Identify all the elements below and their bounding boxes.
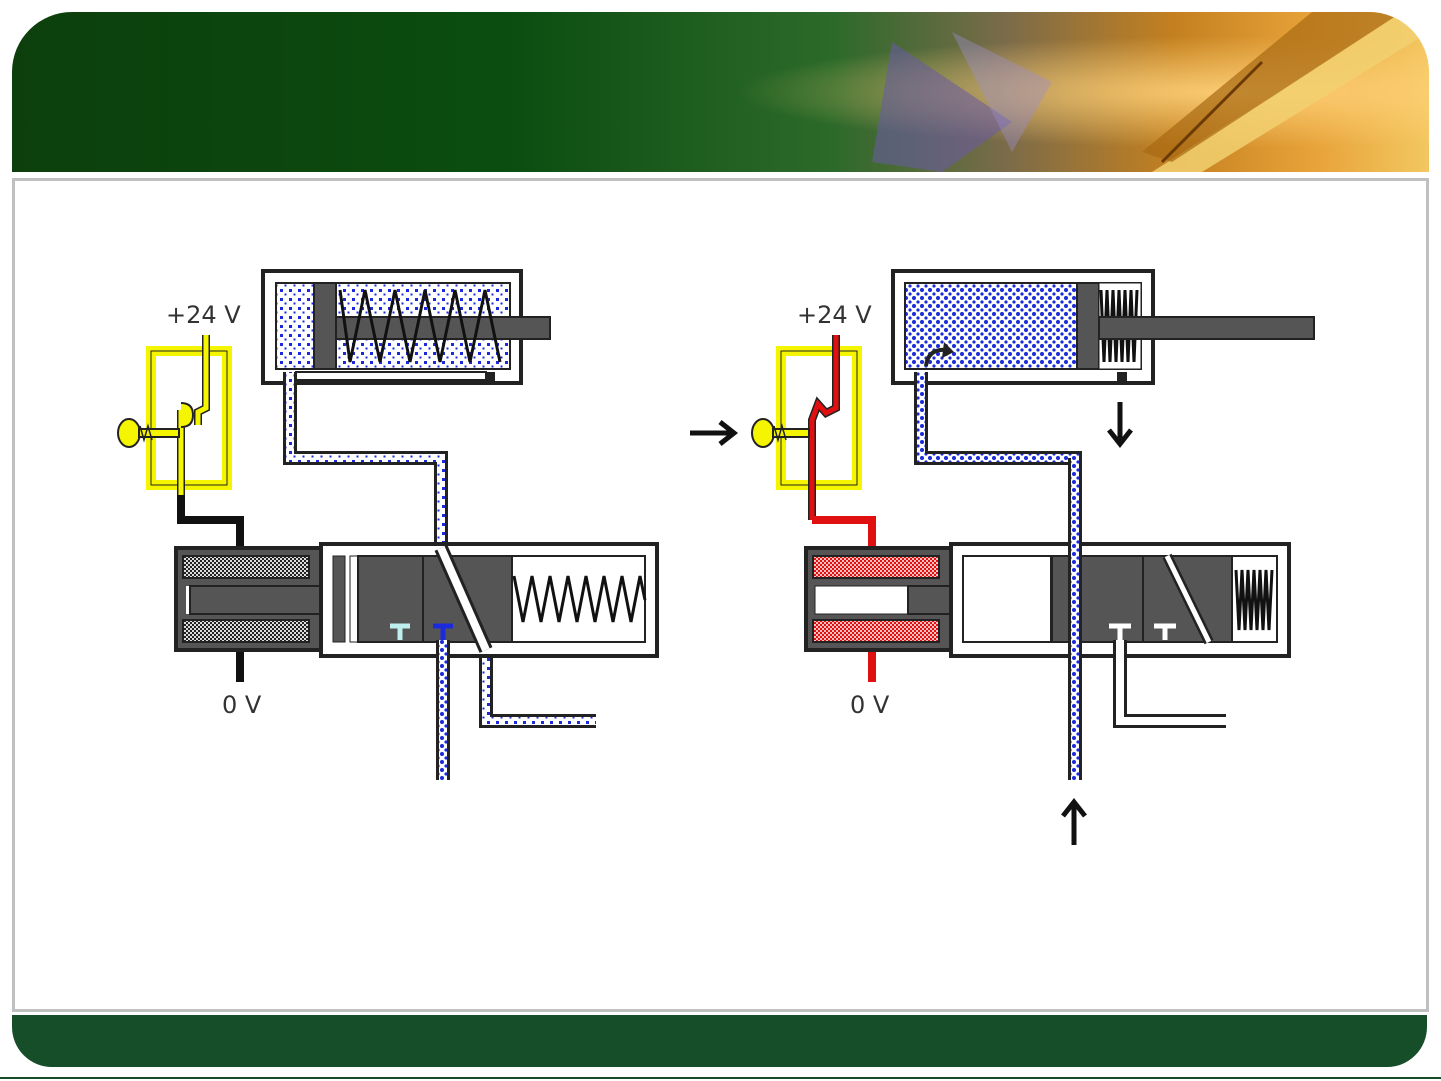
- left-push-switch[interactable]: [118, 335, 227, 495]
- right-supply-label: +24 V: [797, 301, 872, 329]
- right-diagram: +24 V 0 V: [752, 271, 1314, 845]
- arrow-up-icon: [1063, 802, 1085, 845]
- left-solenoid: [176, 548, 330, 650]
- left-cylinder: [263, 271, 550, 383]
- left-supply-label: +24 V: [166, 301, 241, 329]
- left-ground-label: 0 V: [222, 691, 262, 719]
- arrow-right-icon: [690, 422, 734, 444]
- left-diagram: +24 V 0 V: [118, 271, 657, 780]
- arrow-down-icon: [1109, 402, 1131, 444]
- right-ground-label: 0 V: [850, 691, 890, 719]
- left-valve-body: [321, 544, 657, 656]
- right-valve-body: [951, 544, 1289, 656]
- right-push-switch[interactable]: [752, 335, 857, 520]
- right-cylinder: [893, 271, 1314, 383]
